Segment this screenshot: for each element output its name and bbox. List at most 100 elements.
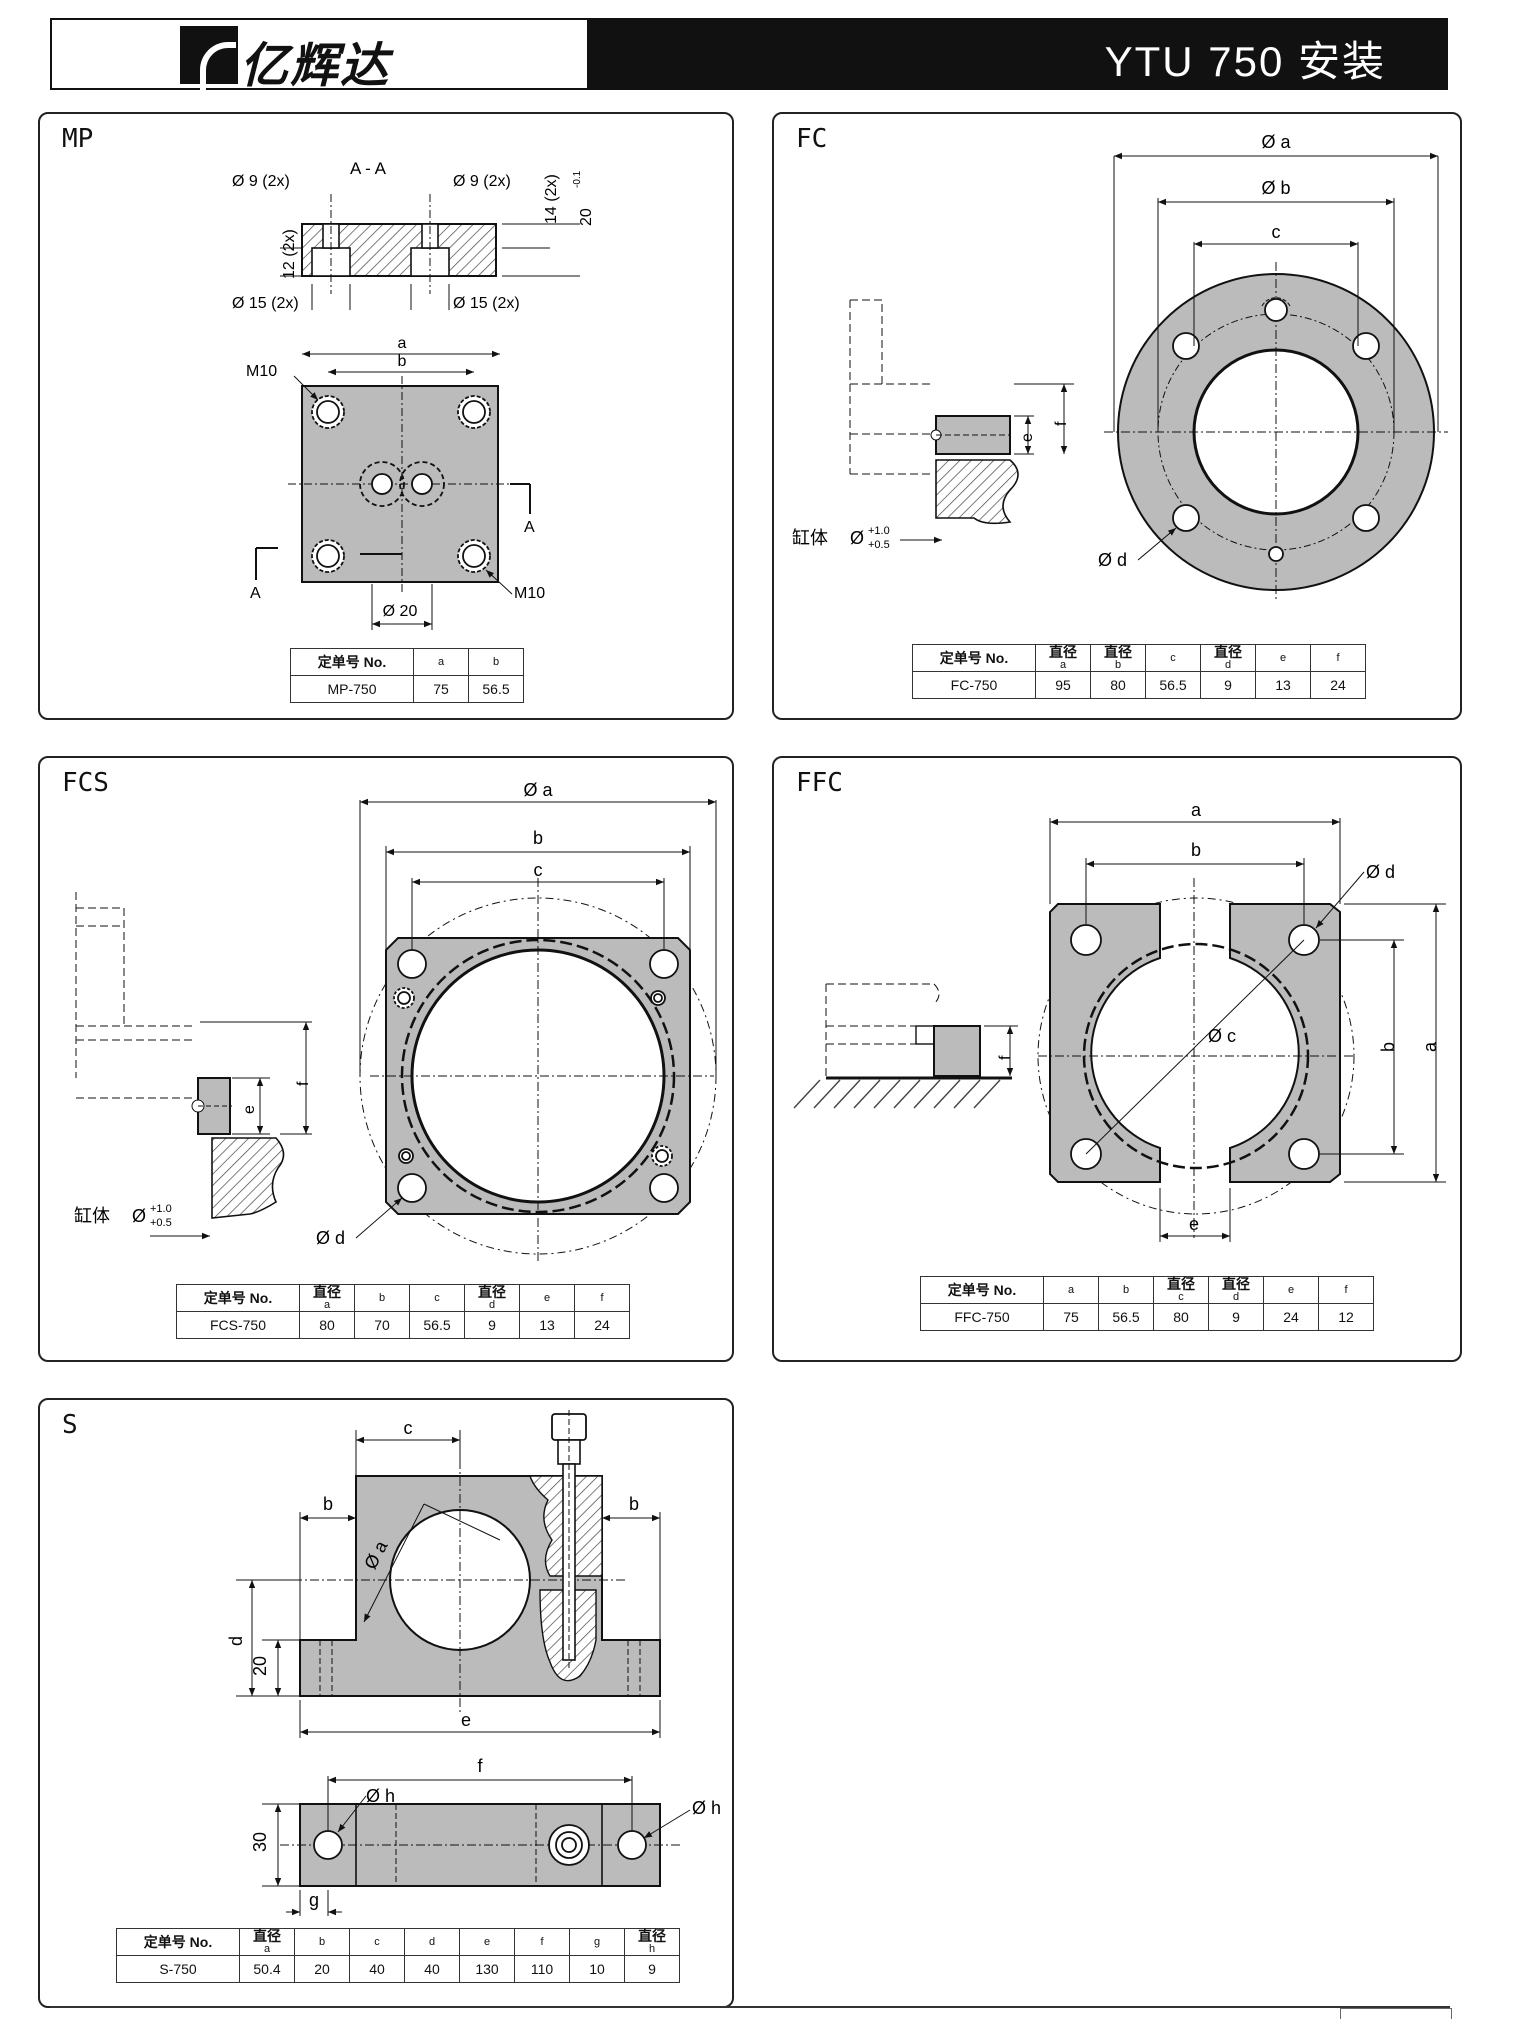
s-table-cell: 110 bbox=[514, 1955, 570, 1983]
ffc-table-cell: 56.5 bbox=[1098, 1303, 1154, 1331]
fcs-table-dia-label: 直径 bbox=[313, 1284, 341, 1300]
fcs-table-header-symbol: d bbox=[488, 1299, 496, 1311]
mp-table-cell: 56.5 bbox=[468, 675, 524, 703]
s-dim-b-left: b bbox=[323, 1494, 333, 1514]
s-table-header-e: e bbox=[459, 1928, 515, 1956]
ffc-table-model: FFC-750 bbox=[920, 1303, 1044, 1331]
fc-dim-e: e bbox=[1019, 433, 1036, 442]
fcs-dim-c: c bbox=[534, 860, 543, 880]
ffc-dim-e: e bbox=[1189, 1214, 1199, 1234]
s-dim-30: 30 bbox=[250, 1832, 270, 1852]
s-title: S bbox=[62, 1410, 78, 1440]
fcs-cyl-label: 缸体 bbox=[74, 1205, 110, 1226]
fc-table-header-symbol: e bbox=[1279, 652, 1287, 664]
ffc-table-header-symbol: a bbox=[1067, 1284, 1075, 1296]
fc-tol-upper: +1.0 bbox=[868, 525, 890, 537]
mp-m10-top: M10 bbox=[246, 363, 277, 380]
fc-table-dia-label: 直径 bbox=[1214, 644, 1242, 660]
fc-dim-od: Ø d bbox=[1098, 550, 1127, 570]
fcs-tol-upper: +1.0 bbox=[150, 1203, 172, 1215]
ffc-table-header-symbol: e bbox=[1287, 1284, 1295, 1296]
fcs-table-header-f: f bbox=[574, 1284, 630, 1312]
fc-table-cell: 56.5 bbox=[1145, 671, 1201, 699]
s-table-dia-label: 直径 bbox=[638, 1928, 666, 1944]
mp-table-cell: 75 bbox=[413, 675, 469, 703]
ffc-dim-a-vertical: a bbox=[1420, 1041, 1440, 1052]
document-title: YTU 750 安装 bbox=[1104, 38, 1386, 85]
page-header: 亿辉达 YTU 750 安装 bbox=[50, 18, 1448, 94]
mp-table-header-symbol: b bbox=[492, 656, 500, 668]
s-table-header-symbol: f bbox=[540, 1936, 544, 1948]
fcs-phi: Ø bbox=[132, 1206, 146, 1226]
ffc-dim-b-vertical: b bbox=[1378, 1042, 1398, 1052]
mp-d15-left: Ø 15 (2x) bbox=[232, 295, 299, 312]
fcs-dim-f: f bbox=[295, 1081, 312, 1086]
ffc-dim-b: b bbox=[1191, 840, 1201, 860]
s-panel: S c b b Ø a d 20 bbox=[38, 1398, 734, 2008]
fc-tol-lower: +0.5 bbox=[868, 539, 890, 551]
s-table-cell: 20 bbox=[294, 1955, 350, 1983]
fc-table-cell: 95 bbox=[1035, 671, 1091, 699]
fc-table-model: FC-750 bbox=[912, 671, 1036, 699]
fc-table-header-symbol: b bbox=[1114, 659, 1122, 671]
s-table-header-f: f bbox=[514, 1928, 570, 1956]
fcs-table-cell: 70 bbox=[354, 1311, 410, 1339]
fcs-table-cell: 56.5 bbox=[409, 1311, 465, 1339]
fc-table-cell: 24 bbox=[1310, 671, 1366, 699]
mp-drawing: A - A Ø 9 (2x) Ø 9 (2x) 14 (2x) 20 -0.1 … bbox=[232, 159, 595, 630]
mp-d9-right: Ø 9 (2x) bbox=[453, 173, 511, 190]
ffc-table-header-a: a bbox=[1043, 1276, 1099, 1304]
fcs-table-header-e: e bbox=[519, 1284, 575, 1312]
s-dim-oh-left: Ø h bbox=[366, 1786, 395, 1806]
mp-table-model: MP-750 bbox=[290, 675, 414, 703]
fcs-panel: FCS e f 缸体 Ø +1.0 +0.5 bbox=[38, 756, 734, 1362]
fc-dim-oa: Ø a bbox=[1261, 132, 1291, 152]
ffc-title: FFC bbox=[796, 768, 843, 798]
s-dim-c: c bbox=[404, 1418, 413, 1438]
footer-divider bbox=[50, 2006, 1450, 2008]
s-table-header-symbol: a bbox=[263, 1943, 271, 1955]
ffc-table-header-f: f bbox=[1318, 1276, 1374, 1304]
ffc-table-header-symbol: c bbox=[1178, 1291, 1184, 1303]
fc-dim-f: f bbox=[1053, 421, 1070, 426]
mp-table-header-symbol: a bbox=[437, 656, 445, 668]
ffc-table-header-symbol: f bbox=[1344, 1284, 1348, 1296]
s-table-cell: 40 bbox=[404, 1955, 460, 1983]
ffc-table-header-b: b bbox=[1098, 1276, 1154, 1304]
ffc-drawing: f Ø c a b Ø d b a e bbox=[793, 800, 1446, 1242]
mp-h20: 20 bbox=[578, 208, 595, 226]
ffc-table-header-no: 定单号 No. bbox=[920, 1276, 1044, 1304]
fc-phi: Ø bbox=[850, 528, 864, 548]
fc-table-header-symbol: c bbox=[1170, 652, 1176, 664]
s-table-header-symbol: d bbox=[428, 1936, 436, 1948]
fc-dim-c: c bbox=[1272, 222, 1281, 242]
fc-table-cell: 9 bbox=[1200, 671, 1256, 699]
ffc-dim-od: Ø d bbox=[1366, 862, 1395, 882]
fcs-dim-oa: Ø a bbox=[523, 780, 553, 800]
mp-section-label: A - A bbox=[350, 159, 387, 178]
fcs-table-header-symbol: f bbox=[600, 1292, 604, 1304]
fcs-table-header-c: c bbox=[409, 1284, 465, 1312]
s-table-header-symbol: b bbox=[318, 1936, 326, 1948]
fc-table-header-no: 定单号 No. bbox=[912, 644, 1036, 672]
mp-table-header-b: b bbox=[468, 648, 524, 676]
mp-table-header-a: a bbox=[413, 648, 469, 676]
s-table-cell: 50.4 bbox=[239, 1955, 295, 1983]
s-table-header-no: 定单号 No. bbox=[116, 1928, 240, 1956]
ffc-table-cell: 9 bbox=[1208, 1303, 1264, 1331]
fc-dim-ob: Ø b bbox=[1261, 178, 1290, 198]
s-dim-d: d bbox=[226, 1636, 246, 1646]
ffc-table-cell: 12 bbox=[1318, 1303, 1374, 1331]
mp-m10-bottom: M10 bbox=[514, 585, 545, 602]
